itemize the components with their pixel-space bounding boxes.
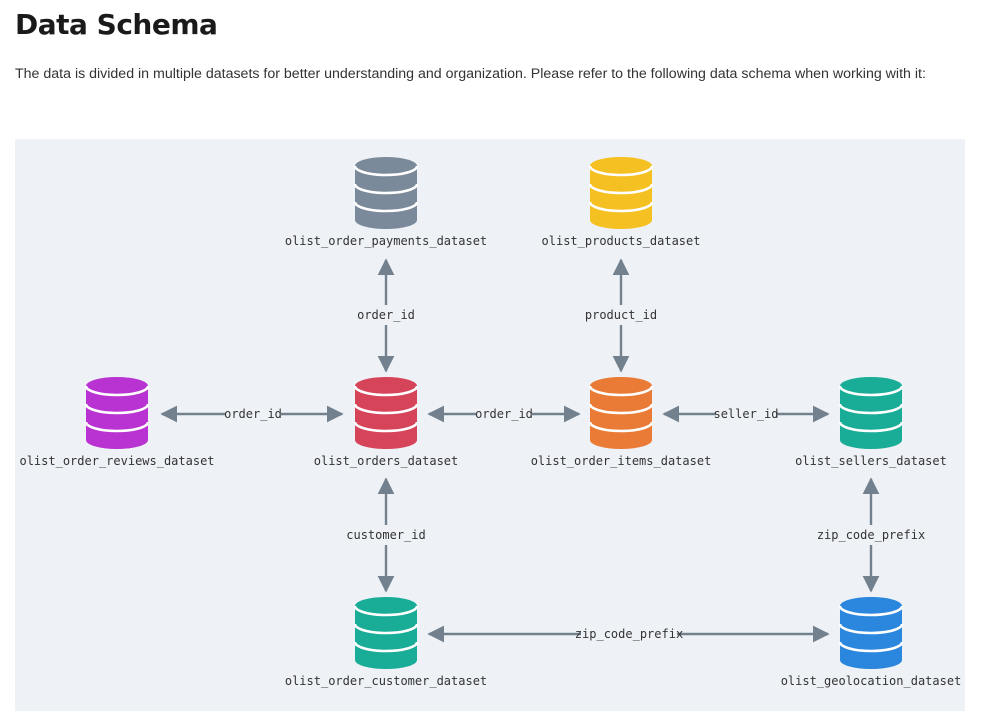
database-icon bbox=[353, 597, 419, 669]
node-label: olist_geolocation_dataset bbox=[781, 674, 962, 688]
intro-paragraph: The data is divided in multiple datasets… bbox=[15, 66, 926, 82]
edge-label: seller_id bbox=[713, 407, 778, 421]
database-icon bbox=[588, 377, 654, 449]
node-label: olist_order_customer_dataset bbox=[285, 674, 487, 688]
node-order-reviews-dataset: olist_order_reviews_dataset bbox=[19, 377, 215, 468]
edge-label-bg bbox=[716, 404, 776, 424]
edge-items-products: product_id bbox=[581, 258, 661, 373]
node-label: olist_order_payments_dataset bbox=[285, 234, 487, 248]
node-label: olist_orders_dataset bbox=[314, 454, 459, 468]
edge-sellers-geolocation: zip_code_prefix bbox=[817, 477, 925, 593]
node-label: olist_order_items_dataset bbox=[531, 454, 712, 468]
data-schema-diagram: order_id product_id order_id order_id se bbox=[15, 139, 965, 711]
edge-label-bg bbox=[353, 305, 419, 325]
edge-label: customer_id bbox=[346, 528, 425, 542]
edge-label: zip_code_prefix bbox=[575, 627, 683, 641]
schema-svg: order_id product_id order_id order_id se bbox=[19, 157, 962, 688]
database-icon bbox=[353, 377, 419, 449]
edge-label-bg bbox=[581, 305, 661, 325]
node-order-customer-dataset: olist_order_customer_dataset bbox=[285, 597, 487, 688]
node-geolocation-dataset: olist_geolocation_dataset bbox=[781, 597, 962, 688]
edge-label-bg bbox=[225, 404, 281, 424]
edge-label-bg bbox=[581, 624, 677, 644]
edge-reviews-orders: order_id bbox=[160, 404, 344, 424]
edge-orders-items: order_id bbox=[427, 404, 581, 424]
edge-label-bg bbox=[343, 525, 429, 545]
edge-label: zip_code_prefix bbox=[817, 528, 925, 542]
edge-orders-payments: order_id bbox=[353, 258, 419, 373]
edge-orders-customer: customer_id bbox=[343, 477, 429, 593]
node-orders-dataset: olist_orders_dataset bbox=[314, 377, 459, 468]
edge-label-bg bbox=[821, 525, 921, 545]
database-icon bbox=[84, 377, 150, 449]
node-label: olist_products_dataset bbox=[542, 234, 701, 248]
node-order-items-dataset: olist_order_items_dataset bbox=[531, 377, 712, 468]
database-icon bbox=[838, 597, 904, 669]
node-products-dataset: olist_products_dataset bbox=[542, 157, 701, 248]
node-label: olist_sellers_dataset bbox=[795, 454, 947, 468]
database-icon bbox=[353, 157, 419, 229]
edge-label-bg bbox=[476, 404, 532, 424]
node-sellers-dataset: olist_sellers_dataset bbox=[795, 377, 947, 468]
node-label: olist_order_reviews_dataset bbox=[19, 454, 214, 468]
edge-items-sellers: seller_id bbox=[662, 404, 830, 424]
edge-label: order_id bbox=[475, 407, 533, 421]
edge-label: product_id bbox=[585, 308, 657, 322]
edge-customer-geolocation: zip_code_prefix bbox=[427, 624, 830, 644]
database-icon bbox=[588, 157, 654, 229]
page-title: Data Schema bbox=[15, 8, 218, 41]
edge-label: order_id bbox=[357, 308, 415, 322]
database-icon bbox=[838, 377, 904, 449]
edge-label: order_id bbox=[224, 407, 282, 421]
node-order-payments-dataset: olist_order_payments_dataset bbox=[285, 157, 487, 248]
